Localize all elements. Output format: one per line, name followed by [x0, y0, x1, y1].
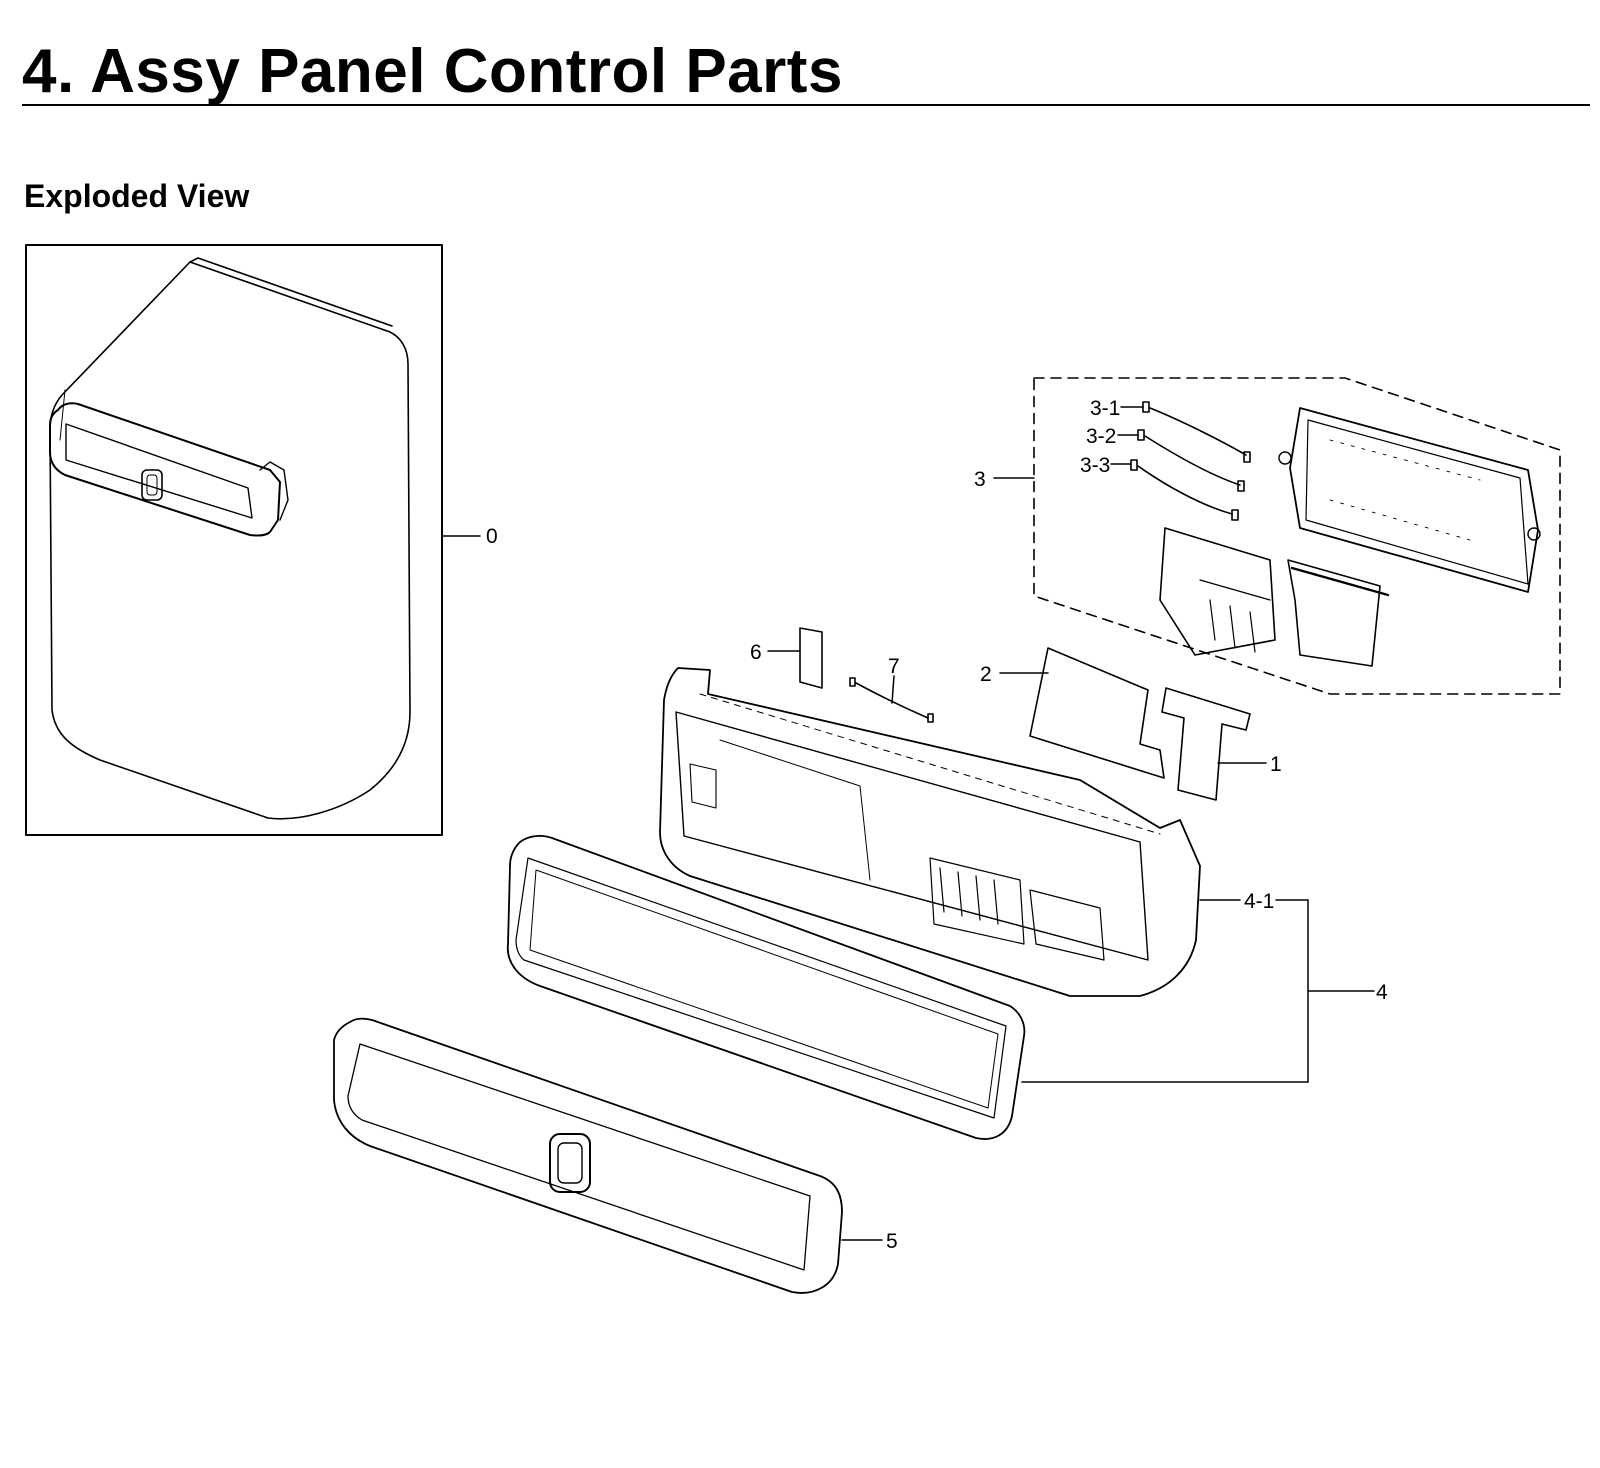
part-4-1-panel-frame — [659, 667, 1201, 997]
leader-7 — [891, 675, 895, 704]
section-title: Exploded View — [24, 178, 250, 214]
washer-cabinet — [49, 257, 411, 820]
pcb-assembly-group — [1033, 377, 1561, 695]
washer-cabinet-inset — [25, 244, 443, 836]
callout-0: 0 — [486, 525, 498, 548]
part-5-front-decor — [333, 1017, 843, 1294]
callout-3: 3 — [974, 468, 986, 491]
callout-4-1: 4-1 — [1244, 890, 1274, 913]
part-1-t-sheet — [1161, 687, 1251, 801]
cabinet-control-panel — [49, 402, 289, 537]
wire-harness-3-1 — [1142, 401, 1251, 463]
callout-6: 6 — [750, 641, 762, 664]
callout-4: 4 — [1376, 981, 1388, 1004]
page-title: 4. Assy Panel Control Parts — [22, 37, 843, 106]
front-decor-badge — [549, 1133, 591, 1193]
leader-4-bracket — [1021, 899, 1375, 1083]
callout-3-1: 3-1 — [1090, 397, 1120, 420]
part-4-window-ring — [506, 835, 1026, 1140]
sub-pcb-right — [1287, 559, 1390, 667]
callout-5: 5 — [886, 1230, 898, 1253]
title-rule — [22, 104, 1590, 106]
wire-harness-3-3 — [1130, 459, 1239, 521]
callout-7: 7 — [888, 655, 900, 678]
callout-1: 1 — [1270, 753, 1282, 776]
group-3-boundary — [1033, 377, 1561, 695]
callout-3-3: 3-3 — [1080, 454, 1110, 477]
callout-3-2: 3-2 — [1086, 425, 1116, 448]
main-pcb-housing — [1278, 407, 1541, 593]
inset-frame — [25, 244, 443, 836]
wire-harness-3-2 — [1137, 429, 1245, 492]
part-6-label-sheet — [799, 627, 823, 689]
callout-2: 2 — [980, 663, 992, 686]
sub-pcb-left — [1159, 527, 1276, 656]
part-2-sheet — [1029, 647, 1165, 779]
